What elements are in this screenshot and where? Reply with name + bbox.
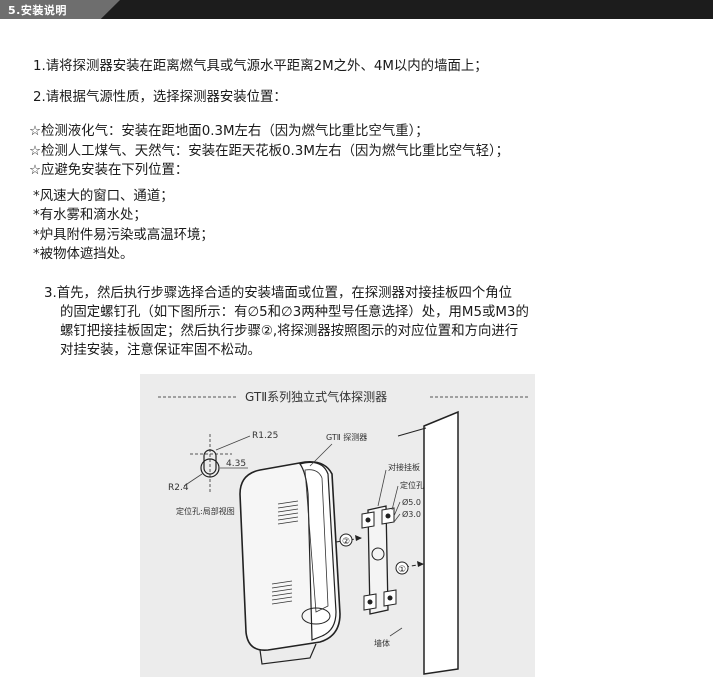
option-natural-gas: ☆检测人工煤气、天然气：安装在距天花板0.3M左右（因为燃气比重比空气轻）； — [29, 144, 510, 159]
label-435: 4.35 — [226, 459, 246, 469]
leader-detector — [309, 443, 333, 467]
bracket-hole — [367, 599, 373, 605]
option-avoid: ☆应避免安装在下列位置： — [29, 163, 189, 178]
section-tab: 5.安装说明 — [0, 0, 120, 19]
step-3-line: 的固定螺钉孔（如下图所示：有∅5和∅3两种型号任意选择）处，用M5或M3的 — [60, 305, 529, 320]
avoid-item: *炉具附件易污染或高温环境； — [33, 228, 214, 243]
instruction-step-2: 2.请根据气源性质，选择探测器安装位置： — [33, 90, 287, 105]
avoid-item: *有水雾和滴水处； — [33, 208, 147, 223]
label-phi3: Ø3.0 — [402, 509, 421, 519]
step-3-line: 3.首先，然后执行步骤选择合适的安装墙面或位置，在探测器对接挂板四个角位 — [44, 286, 513, 301]
step-3-line: 螺钉把接挂板固定；然后执行步骤②,将探测器按照图示的对应位置和方向进行 — [60, 324, 519, 339]
arrow-step1-head — [417, 561, 424, 567]
instruction-step-1: 1.请将探测器安装在距离燃气具或气源水平距离2M之外、4M以内的墙面上； — [33, 59, 488, 74]
header-dark-band — [96, 0, 713, 19]
keyhole-lower-circle — [200, 458, 220, 478]
label-detector: GTⅡ 探测器 — [326, 432, 367, 442]
label-hole-view: 定位孔:局部视图 — [176, 506, 235, 516]
detector-vent-upper — [277, 500, 299, 525]
leader-wall — [389, 627, 403, 637]
leader-phi5 — [393, 501, 401, 517]
label-phi5: Ø5.0 — [402, 497, 421, 507]
leader-r24 — [183, 473, 203, 487]
option-lpg: ☆检测液化气：安装在距地面0.3M左右（因为燃气比重比空气重）； — [29, 124, 429, 139]
installation-diagram-svg: GTⅡ系列独立式气体探测器 R1.25 4.35 R2.4 定位孔:局部视图 — [140, 374, 535, 677]
detector-bottom-socket — [301, 607, 331, 625]
detector-front-bezel — [304, 469, 329, 613]
leader-r125 — [215, 435, 251, 451]
step-2-marker — [339, 533, 353, 547]
detector-vent-lower — [271, 580, 293, 605]
installation-diagram: GTⅡ系列独立式气体探测器 R1.25 4.35 R2.4 定位孔:局部视图 — [140, 374, 535, 677]
diagram-title: GTⅡ系列独立式气体探测器 — [245, 389, 387, 404]
avoid-item: *风速大的窗口、通道； — [33, 189, 174, 204]
label-wall: 墙体 — [374, 638, 390, 648]
bracket-center-hole — [371, 547, 385, 561]
label-r24: R2.4 — [168, 483, 189, 493]
avoid-item: *被物体遮挡处。 — [33, 247, 134, 262]
section-header: 5.安装说明 — [0, 0, 713, 19]
step-1-label: ① — [398, 565, 406, 575]
wall-edge-line — [397, 427, 427, 437]
step-1-marker — [395, 561, 409, 575]
label-bracket: 对接挂板 — [388, 462, 420, 472]
bracket-hole — [385, 513, 391, 519]
wall-panel — [423, 410, 459, 675]
step-3-line: 对挂安装，注意保证牢固不松动。 — [60, 343, 261, 358]
label-locating-hole: 定位孔 — [400, 480, 424, 490]
leader-phi3 — [393, 513, 401, 523]
bracket-hole — [365, 517, 371, 523]
arrow-step2-head — [355, 535, 362, 541]
scan-background — [140, 374, 535, 677]
section-title: 5.安装说明 — [8, 4, 67, 17]
detector-base — [259, 643, 317, 665]
leader-bracket — [377, 469, 387, 507]
leader-locating-hole — [391, 485, 399, 511]
step-2-label: ② — [342, 537, 350, 547]
keyhole-outline — [203, 449, 217, 475]
label-r125: R1.25 — [252, 431, 278, 441]
bracket-hole — [387, 595, 393, 601]
